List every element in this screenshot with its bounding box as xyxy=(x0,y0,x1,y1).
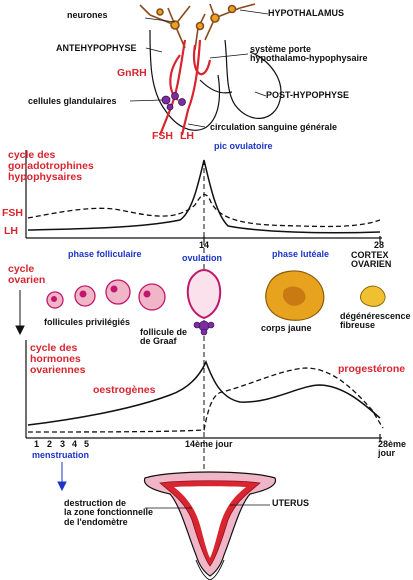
pic-ovulatoire-label: pic ovulatoire xyxy=(214,141,273,151)
cycle-ovarien-label: cycle ovarien xyxy=(8,263,46,287)
portal-vessels xyxy=(158,39,212,136)
day-2: 2 xyxy=(47,439,53,449)
day-4: 4 xyxy=(72,439,78,449)
circulation-label: circulation sanguine générale xyxy=(210,122,338,132)
uterus-arrow xyxy=(57,462,67,492)
follicules-label: follicules privilégiés xyxy=(44,317,131,327)
graaf-follicle xyxy=(186,269,222,320)
menstruation-label: menstruation xyxy=(32,450,90,460)
phase-luteale-label: phase lutéale xyxy=(272,249,330,259)
oestrogen-curve xyxy=(27,360,381,426)
gonado-title: cycle des gonadotrophines hypophysaires xyxy=(8,149,94,184)
neurones-label: neurones xyxy=(67,10,108,20)
hormones-title: cycle des hormones ovariennes xyxy=(30,342,86,377)
systeme-porte-label: système porte hypothalamo-hypophysaire xyxy=(250,44,368,64)
hormones-tick-14: 14ème jour xyxy=(185,439,233,449)
hormones-axes xyxy=(25,340,382,442)
cortex-ovarien-label: CORTEX OVARIEN xyxy=(351,250,392,270)
hormones-tick-28: 28ème jour xyxy=(378,439,407,459)
ovarian-arrow xyxy=(15,290,25,336)
glandular-cells xyxy=(161,92,186,111)
lh-curve xyxy=(27,159,381,234)
antehypophyse-label: ANTEHYPOPHYSE xyxy=(56,43,137,53)
fsh-curve xyxy=(27,193,381,228)
graaf-oocyte xyxy=(193,320,215,336)
fibrous-body-shape xyxy=(359,285,386,307)
phase-folliculaire-label: phase folliculaire xyxy=(68,249,142,259)
uterus-drawing xyxy=(143,471,277,580)
progesterone-label: progestérone xyxy=(338,363,406,375)
gonado-tick-14: 14 xyxy=(199,240,210,250)
uterus-label: UTERUS xyxy=(272,498,310,508)
day-3: 3 xyxy=(60,439,66,449)
destruction-label: destruction de la zone fonctionnelle de … xyxy=(64,498,154,527)
oocytes xyxy=(51,285,151,302)
fsh-axis-label: FSH xyxy=(2,207,23,219)
progesterone-curve xyxy=(27,367,384,433)
corps-jaune-core xyxy=(282,286,306,306)
hypothalamus-neurones xyxy=(139,3,256,51)
anatomy-lh-label: LH xyxy=(180,130,194,142)
post-hypophyse-label: POST-HYPOPHYSE xyxy=(266,90,350,100)
graaf-label: follicule de de Graaf xyxy=(140,327,188,347)
anatomy-leaders xyxy=(129,9,269,128)
gnrh-label: GnRH xyxy=(117,67,147,79)
gonado-tick-28: 28 xyxy=(374,240,385,250)
pituitary-outline xyxy=(149,29,282,131)
cellules-glandulaires-label: cellules glandulaires xyxy=(28,96,117,106)
ovulation-label: ovulation xyxy=(182,253,222,263)
lh-axis-label: LH xyxy=(4,225,18,237)
anatomy-fsh-label: FSH xyxy=(152,130,173,142)
follicles-row xyxy=(46,279,166,311)
hypothalamus-label: HYPOTHALAMUS xyxy=(268,8,344,18)
day-5: 5 xyxy=(84,439,90,449)
degenerescence-label: dégénérescence fibreuse xyxy=(340,311,411,331)
oestrogenes-label: oestrogènes xyxy=(93,384,156,396)
corps-jaune-label: corps jaune xyxy=(261,323,312,333)
uterus-leaders xyxy=(145,504,270,509)
day-1: 1 xyxy=(34,439,40,449)
